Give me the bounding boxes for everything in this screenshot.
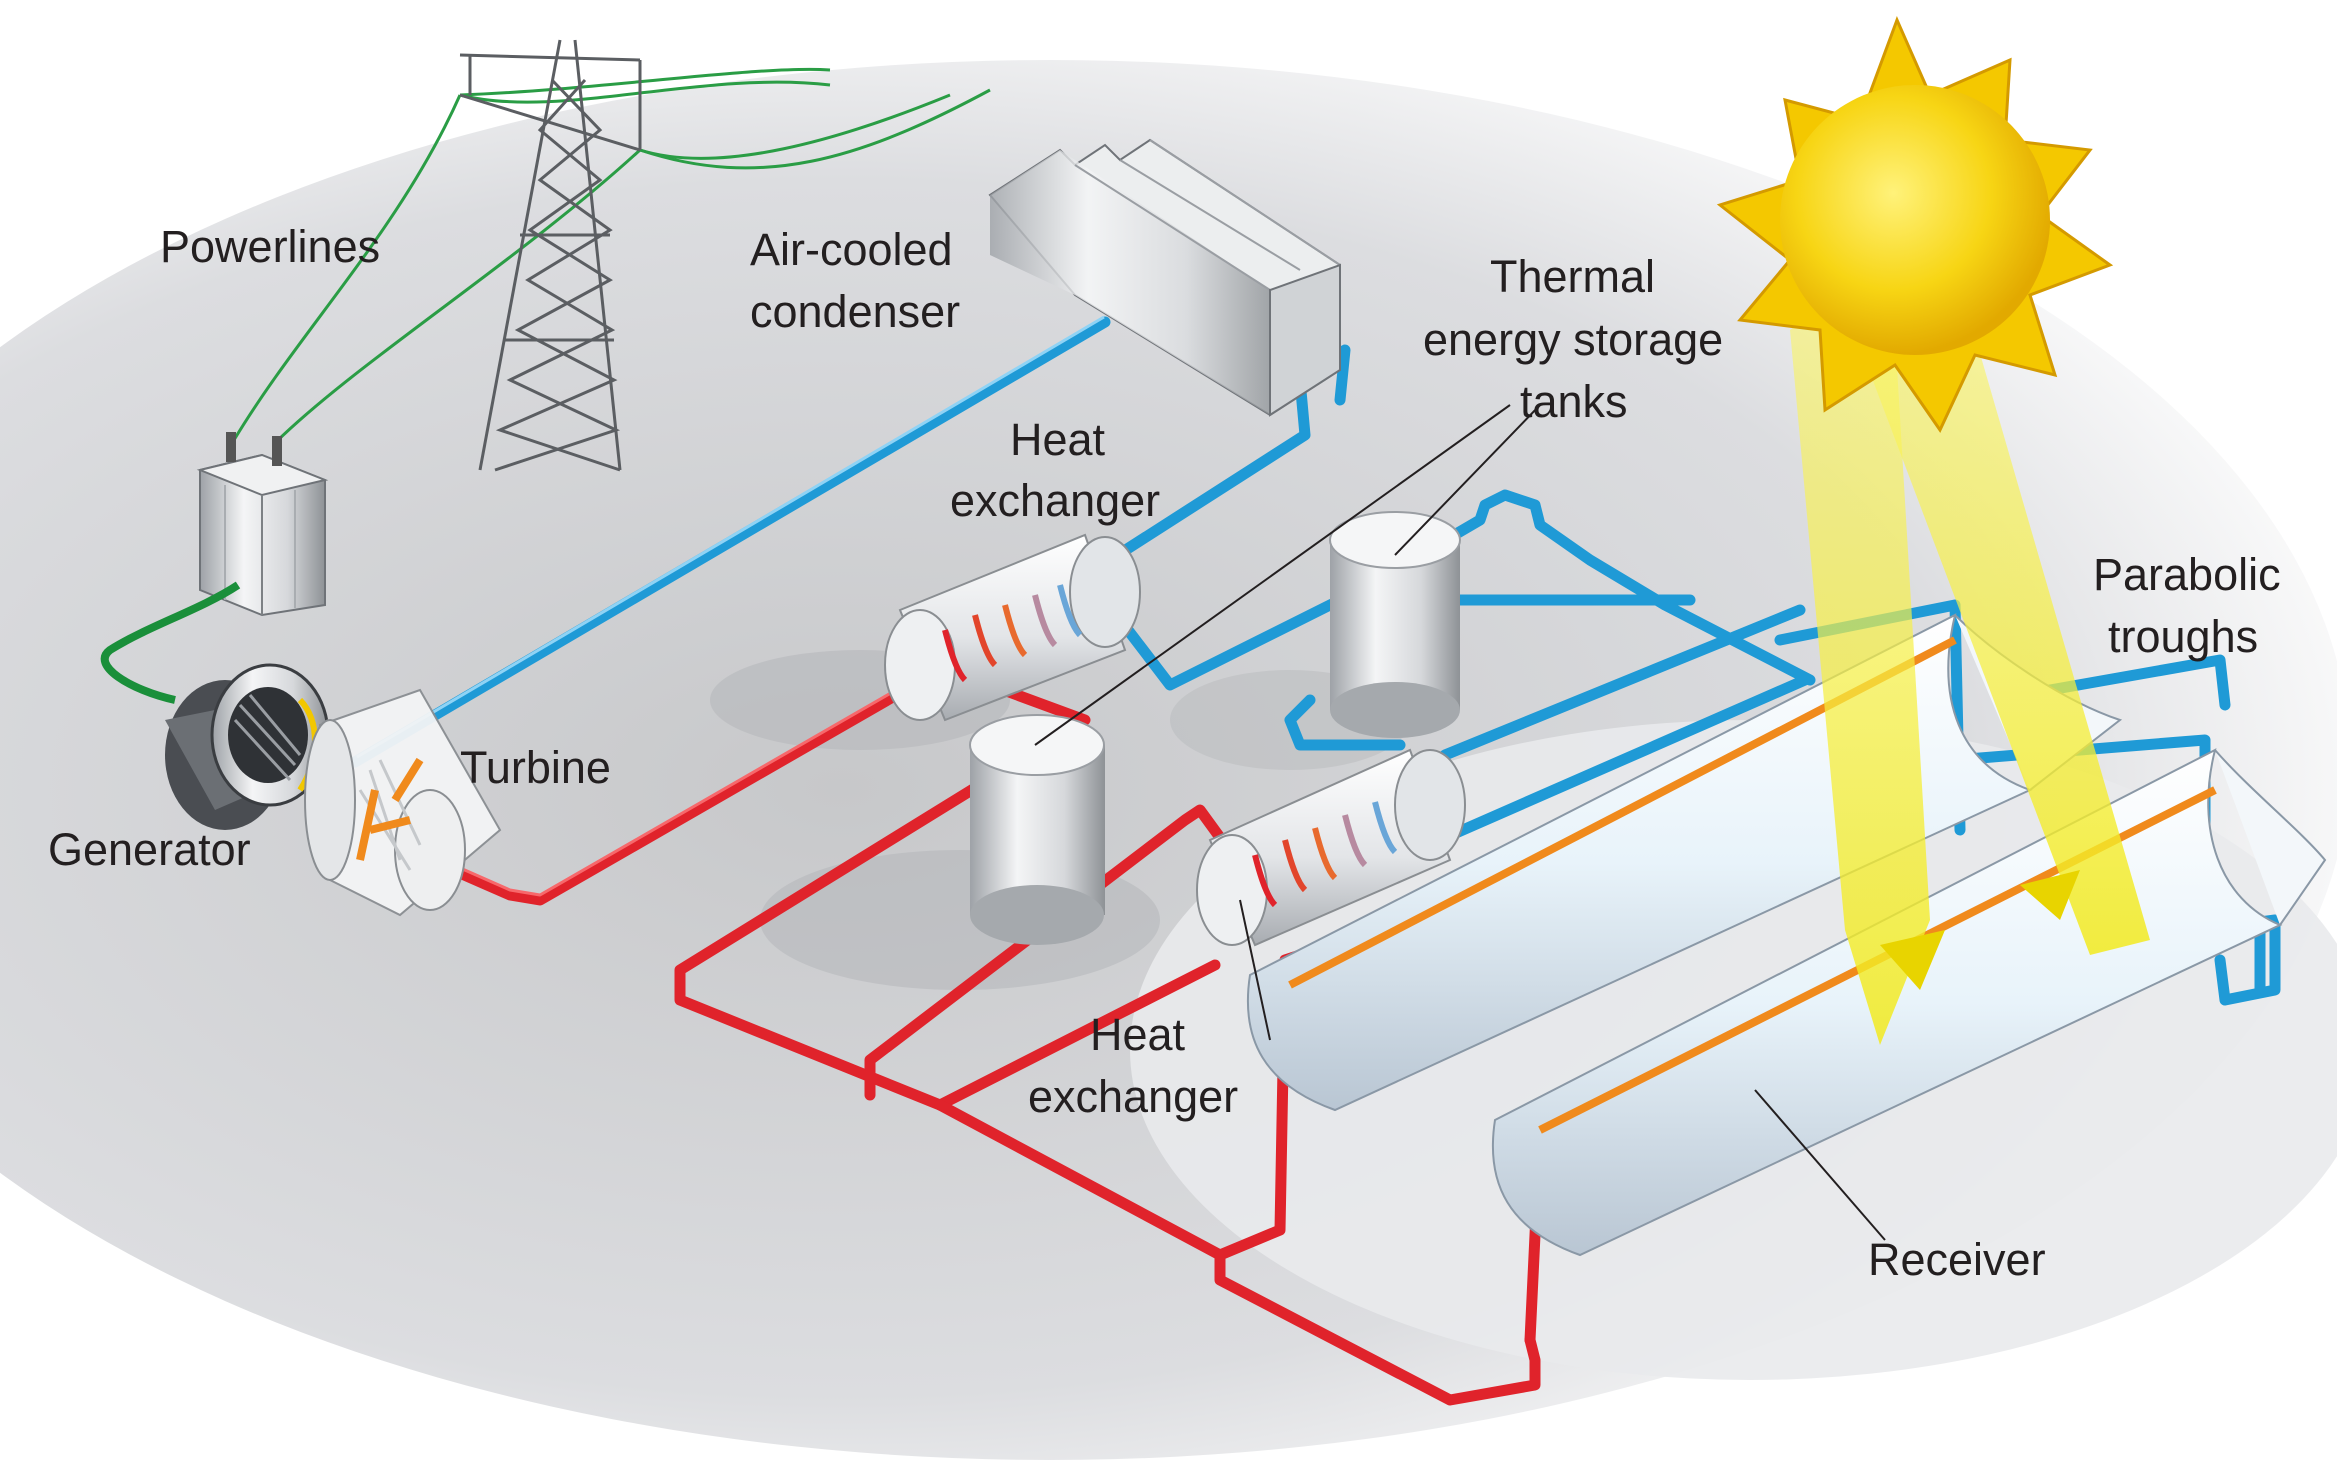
turbine-icon [304, 688, 502, 917]
label-powerlines: Powerlines [160, 221, 380, 272]
label-heat-exchanger-top-2: exchanger [950, 475, 1160, 526]
sun-icon [1716, 16, 2114, 434]
label-parabolic-2: troughs [2108, 611, 2258, 662]
generator-cable [100, 581, 241, 704]
label-turbine: Turbine [460, 742, 611, 793]
label-heat-exchanger-top-1: Heat [1010, 414, 1106, 465]
label-heat-exchanger-bottom-2: exchanger [1028, 1071, 1238, 1122]
power-wires [232, 67, 991, 444]
label-thermal-1: Thermal [1490, 251, 1655, 302]
label-condenser-2: condenser [750, 286, 960, 337]
transmission-tower-icon [459, 39, 642, 472]
heat-exchanger-icon-bottom [1196, 748, 1466, 947]
label-generator: Generator [48, 824, 251, 875]
condenser-icon [988, 138, 1341, 417]
label-receiver: Receiver [1868, 1234, 2046, 1285]
transformer-icon [196, 432, 329, 617]
sun-rays [1790, 250, 2150, 1045]
heat-exchanger-icon-top [884, 533, 1141, 722]
label-thermal-3: tanks [1520, 376, 1628, 427]
storage-tank-icon-right [1329, 511, 1461, 738]
label-parabolic-1: Parabolic [2093, 549, 2281, 600]
leader-lines [1034, 404, 1886, 1241]
label-condenser-1: Air-cooled [750, 224, 953, 275]
storage-tank-icon-left [969, 714, 1105, 945]
generator-icon [165, 663, 330, 830]
label-thermal-2: energy storage [1423, 314, 1723, 365]
labels: Powerlines Air-cooled condenser Thermal … [48, 221, 2281, 1285]
label-heat-exchanger-bottom-1: Heat [1090, 1009, 1186, 1060]
